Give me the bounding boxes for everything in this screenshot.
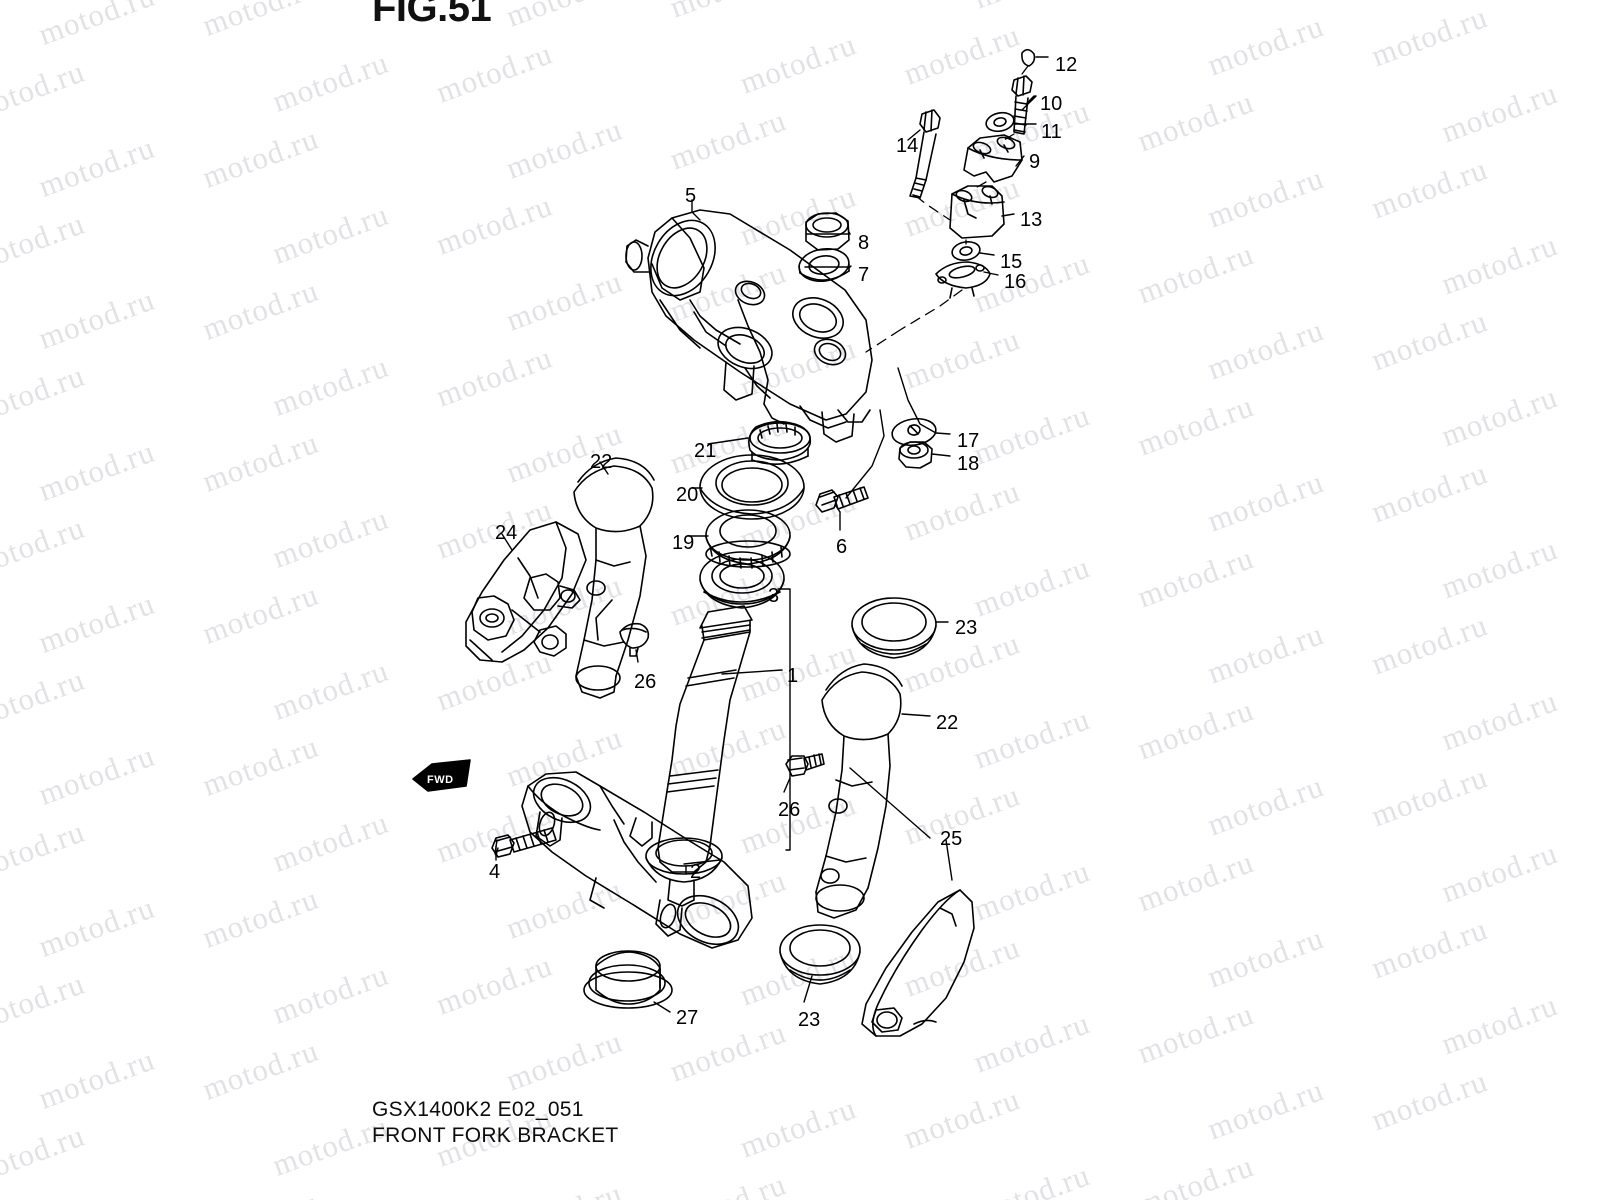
part-steering-stem-1 — [657, 605, 753, 873]
callout-number: 1 — [787, 665, 799, 687]
callout-number: 22 — [590, 451, 613, 473]
callout-number: 8 — [858, 232, 870, 254]
callout-number: 12 — [1055, 54, 1078, 76]
part-bearing-race-3 — [699, 551, 785, 609]
callout-number: 11 — [1041, 121, 1062, 143]
part-holder-bolt-14 — [909, 109, 941, 199]
fwd-arrow-label: FWD — [427, 774, 454, 786]
part-clamp-cap-12 — [1021, 48, 1036, 67]
part-cover-ring-23-lower — [779, 924, 861, 985]
callout-number: 14 — [896, 135, 919, 157]
callout-number: 4 — [489, 861, 501, 883]
part-handlebar-clamp-9 — [963, 134, 1023, 183]
model-code-caption: GSX1400K2 E02_051 — [372, 1098, 584, 1121]
callout-number: 21 — [694, 440, 717, 462]
callout-number: 2 — [690, 861, 702, 883]
part-washer-17 — [891, 417, 937, 447]
callout-number: 15 — [1000, 251, 1023, 273]
callout-number: 23 — [955, 617, 978, 639]
part-stem-seat-2 — [645, 837, 723, 907]
part-bolt-4 — [491, 827, 557, 858]
part-left-bracket-24 — [465, 521, 587, 663]
callout-number: 9 — [1029, 151, 1041, 173]
part-stem-nut-21 — [748, 420, 812, 465]
callout-number: 25 — [940, 828, 963, 850]
part-holder-washer-15 — [951, 241, 981, 261]
fwd-arrow-marker — [412, 759, 471, 792]
callout-number: 19 — [672, 532, 695, 554]
callout-number: 7 — [858, 264, 870, 286]
part-fork-cover-22-left — [573, 457, 655, 699]
part-screw-26-right — [785, 753, 825, 777]
assembly-dash-lines — [865, 65, 1029, 353]
callout-number: 18 — [957, 453, 980, 475]
callout-number: 16 — [1004, 271, 1027, 293]
callout-number: 17 — [957, 430, 980, 452]
part-nut-18 — [898, 441, 933, 469]
diagram-title-caption: FRONT FORK BRACKET — [372, 1124, 619, 1147]
callout-number: 5 — [685, 185, 697, 207]
part-holder-plate-16 — [935, 261, 991, 299]
part-cover-ring-23-upper — [851, 597, 937, 659]
part-upper-fork-bracket — [625, 209, 873, 443]
part-right-bracket-25 — [861, 889, 975, 1037]
part-handlebar-holder-13 — [949, 185, 1005, 239]
callout-number: 26 — [778, 799, 801, 821]
part-clamp-washer-11 — [985, 111, 1015, 133]
callout-number: 22 — [936, 712, 959, 734]
part-stem-washer-7 — [798, 247, 850, 283]
leader-lines — [494, 56, 1049, 1013]
part-dust-seal-20 — [699, 454, 805, 520]
callout-number: 24 — [495, 522, 518, 544]
part-fork-cover-22-right — [815, 663, 903, 919]
part-lower-fork-bracket — [521, 771, 753, 949]
part-clamp-bolt-10 — [1011, 75, 1033, 135]
callout-number: 10 — [1040, 93, 1063, 115]
callout-number: 3 — [768, 585, 780, 607]
callout-number: 27 — [676, 1007, 699, 1029]
part-bolt-6 — [815, 486, 869, 513]
part-dust-cover-27 — [583, 950, 673, 1009]
callout-number: 20 — [676, 484, 699, 506]
callout-number: 13 — [1020, 209, 1043, 231]
callout-number: 26 — [634, 671, 657, 693]
part-stem-nut-8 — [805, 212, 850, 251]
callout-number: 6 — [836, 536, 848, 558]
figure-title: FIG.51 — [372, 0, 492, 30]
callout-number: 23 — [798, 1009, 821, 1031]
